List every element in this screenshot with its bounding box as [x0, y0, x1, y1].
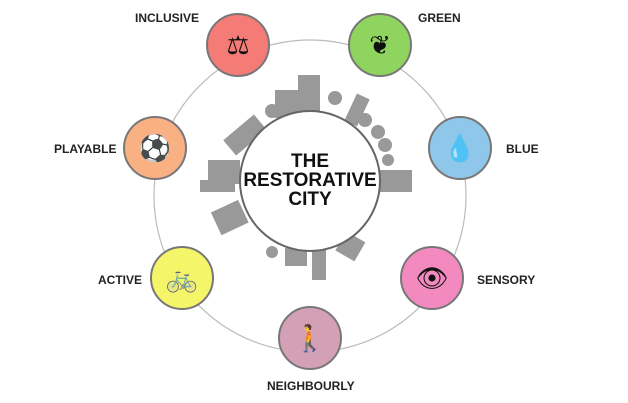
city-skyline — [200, 75, 412, 280]
node-blue: 💧 — [428, 116, 492, 180]
people-playing-icon: ⚽ — [138, 133, 171, 163]
node-active: 🚲 — [150, 246, 214, 310]
label-playable: PLAYABLE — [54, 142, 117, 156]
leaf-icon: ❦ — [369, 30, 391, 60]
node-inclusive: ⚖ — [206, 13, 270, 77]
label-blue: BLUE — [506, 142, 539, 156]
bicycle-icon: 🚲 — [166, 263, 198, 293]
senses-icon: 👁 — [415, 263, 448, 293]
title-line: THE — [291, 151, 329, 172]
center-title: THE RESTORATIVE CITY — [240, 152, 380, 209]
node-neighbourly: 🚶 — [278, 306, 342, 370]
node-circle — [278, 306, 342, 370]
node-circle — [150, 246, 214, 310]
node-sensory: 👁 — [400, 246, 464, 310]
center-circle — [239, 110, 381, 252]
people-walking-icon: 🚶 — [294, 323, 326, 353]
node-circle — [206, 13, 270, 77]
node-playable: ⚽ — [123, 116, 187, 180]
node-circle — [400, 246, 464, 310]
label-green: GREEN — [418, 11, 461, 25]
label-neighbourly: NEIGHBOURLY — [267, 379, 355, 393]
node-circle — [428, 116, 492, 180]
node-green: ❦ — [348, 13, 412, 77]
title-line: CITY — [288, 189, 332, 210]
title-line: RESTORATIVE — [243, 170, 377, 191]
node-circle — [123, 116, 187, 180]
node-circle — [348, 13, 412, 77]
scales-icon: ⚖ — [226, 30, 249, 60]
water-drop-icon: 💧 — [444, 133, 476, 163]
label-inclusive: INCLUSIVE — [135, 11, 200, 25]
label-active: ACTIVE — [98, 273, 143, 287]
label-sensory: SENSORY — [477, 273, 536, 287]
